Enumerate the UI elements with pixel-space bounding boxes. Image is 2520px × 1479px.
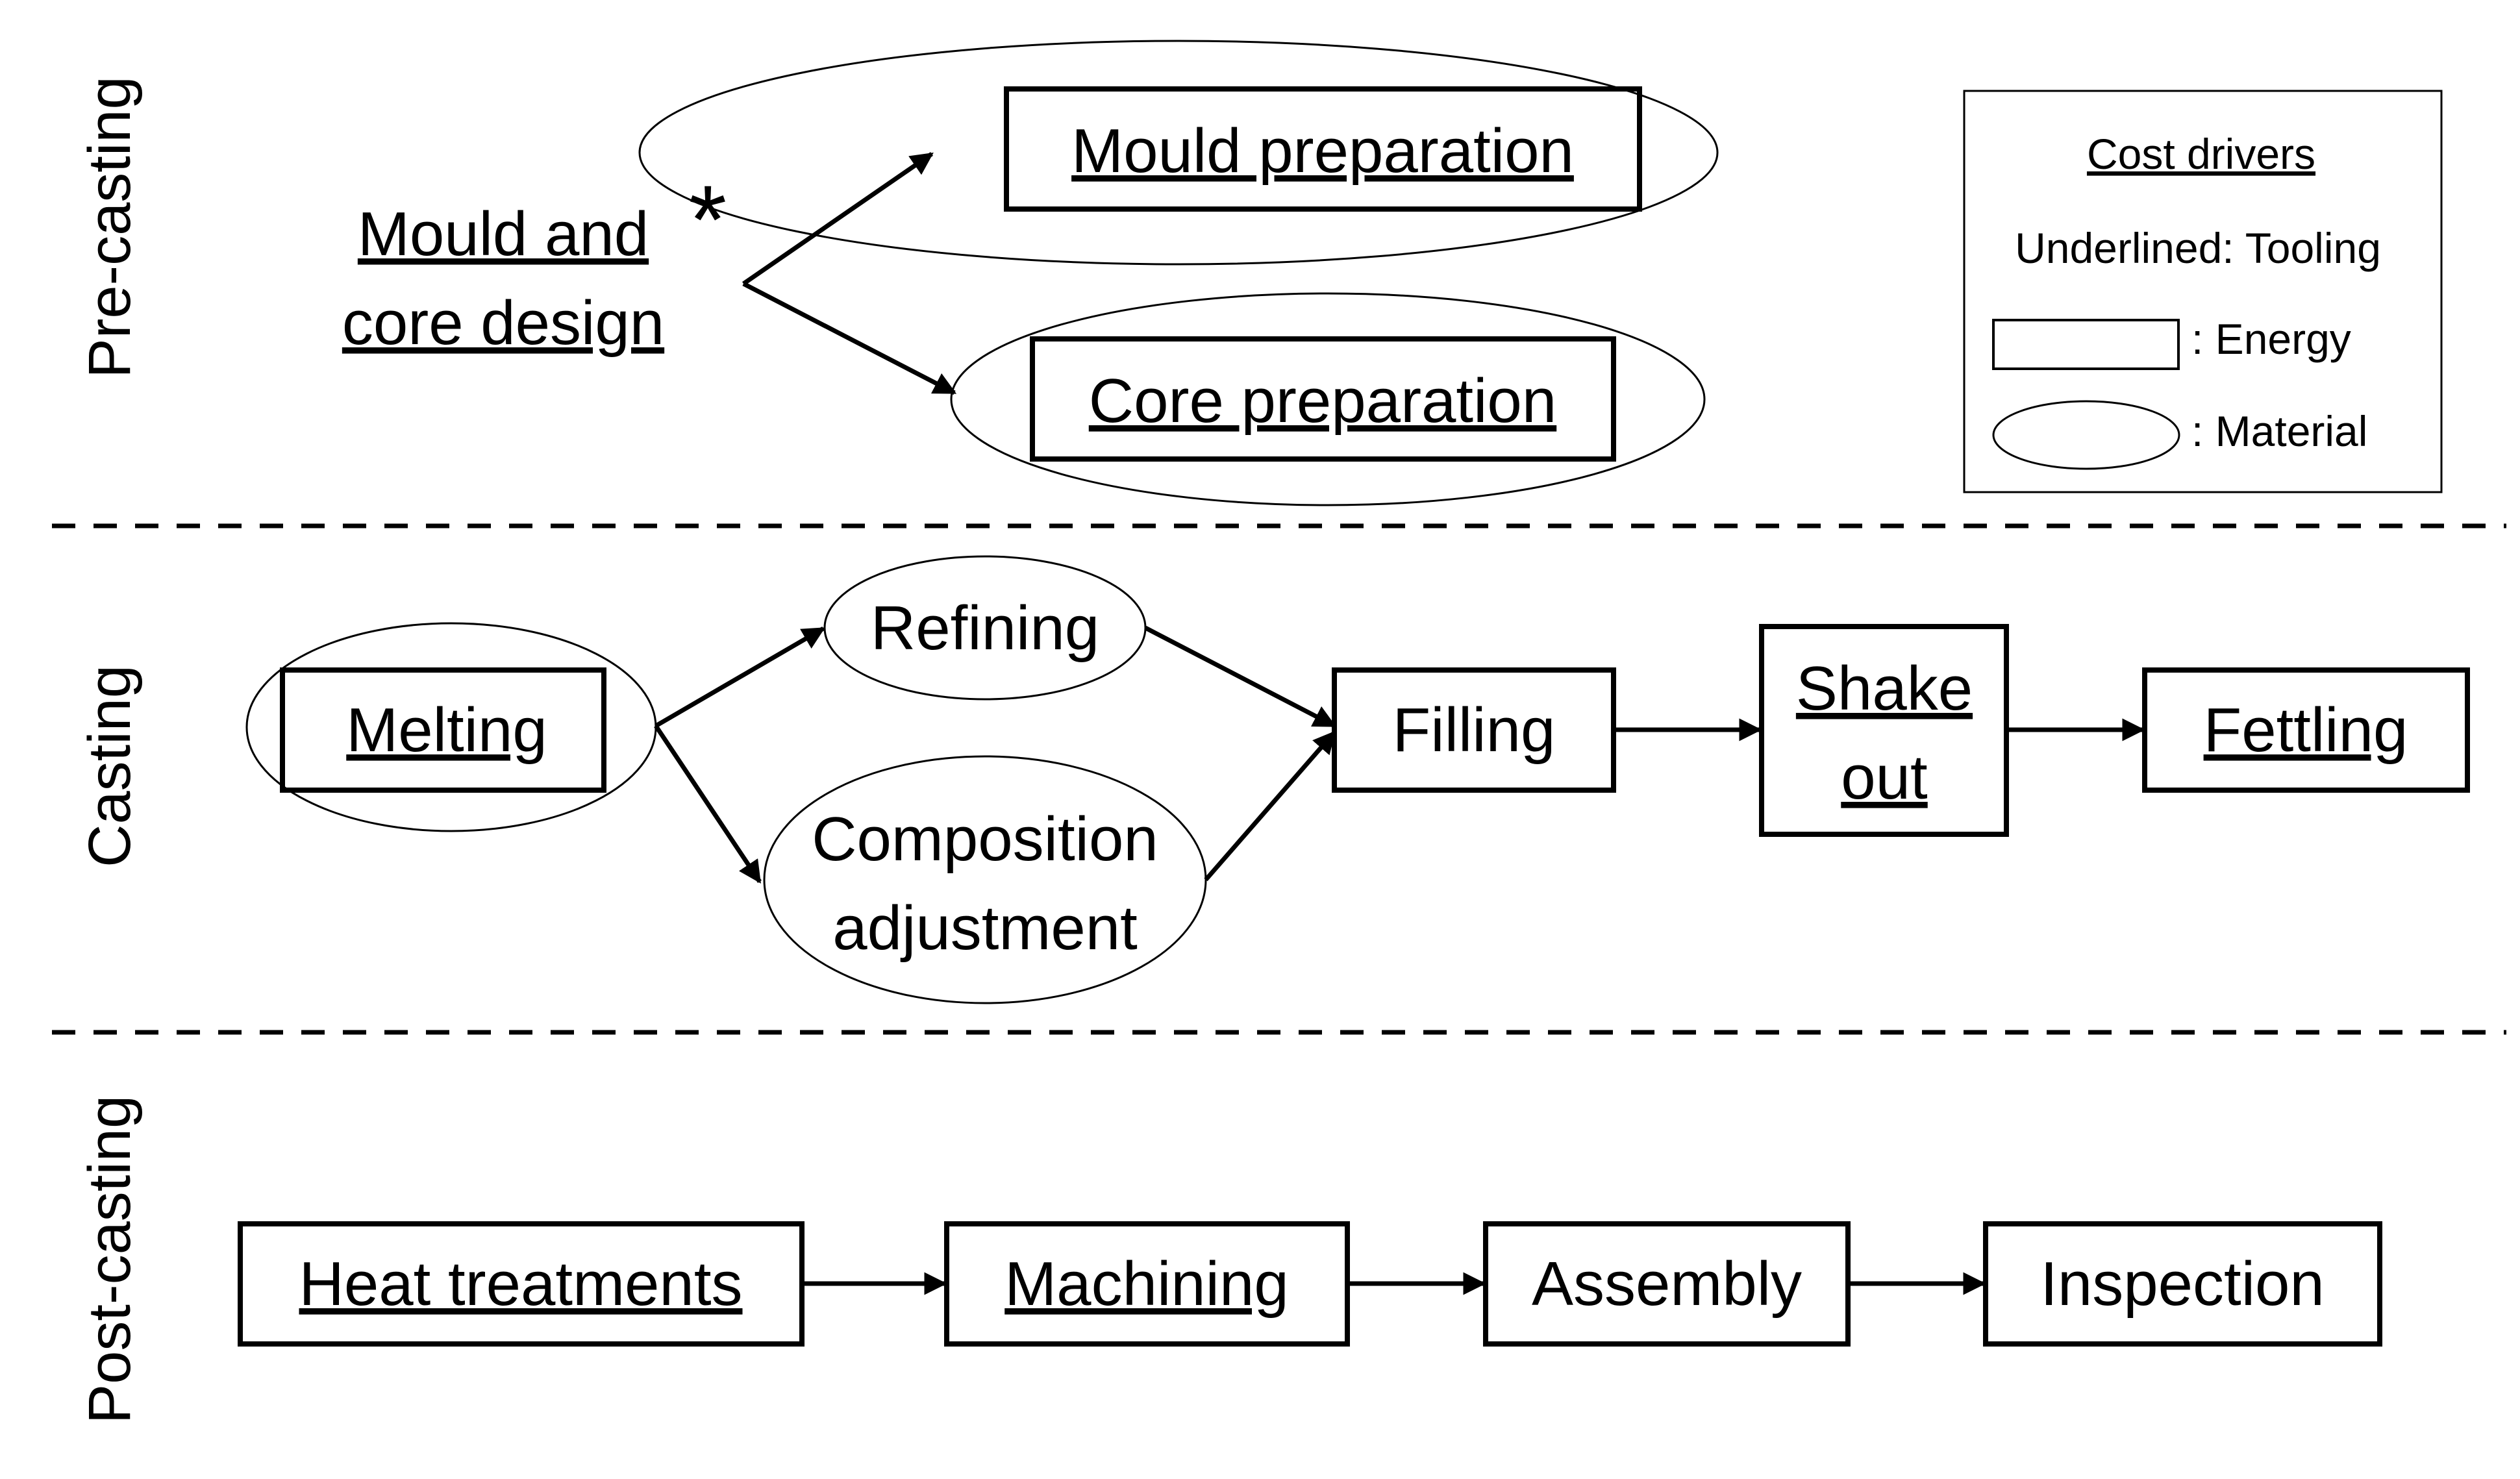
heat-treatments-label: Heat treatments xyxy=(299,1249,743,1319)
node-refining: Refining xyxy=(823,555,1147,701)
arrow-design-to-core xyxy=(742,281,957,395)
inspection-label: Inspection xyxy=(2040,1249,2325,1319)
arrow-melting-to-composition xyxy=(654,725,762,884)
legend-energy: : Energy xyxy=(2191,315,2351,363)
machining-label: Machining xyxy=(1004,1249,1289,1319)
stage-label-pre-casting: Pre-casting xyxy=(77,76,143,378)
design-label-line1: Mould and xyxy=(358,199,649,269)
energy-box xyxy=(1004,86,1642,212)
node-filling: Filling xyxy=(1332,667,1616,793)
core-preparation-label: Core preparation xyxy=(1089,366,1556,436)
stage-label-casting: Casting xyxy=(77,665,143,867)
node-fettling: Fettling xyxy=(2142,667,2470,793)
arrow-refining-to-filling xyxy=(1144,625,1337,728)
legend-material: : Material xyxy=(2191,407,2367,455)
node-machining: Machining xyxy=(944,1221,1350,1347)
melting-label: Melting xyxy=(346,695,547,765)
shake-out-label-line2: out xyxy=(1841,743,1927,812)
filling-label: Filling xyxy=(1393,695,1556,765)
node-heat-treatments: Heat treatments xyxy=(238,1221,805,1347)
node-composition-adjustment: Composition adjustment xyxy=(763,755,1207,1004)
composition-label-line2: adjustment xyxy=(832,893,1138,963)
energy-box xyxy=(1030,336,1616,462)
energy-box xyxy=(280,667,606,793)
material-ellipse xyxy=(638,40,1719,266)
legend-energy-swatch xyxy=(1992,319,2180,370)
stage-label-post-casting: Post-casting xyxy=(77,1095,143,1424)
refining-label: Refining xyxy=(871,593,1099,663)
arrow-composition-to-filling xyxy=(1204,730,1336,882)
legend-material-swatch xyxy=(1992,400,2180,470)
legend-title: Cost drivers xyxy=(2087,130,2315,178)
fettling-label: Fettling xyxy=(2204,695,2408,765)
material-ellipse xyxy=(950,292,1706,506)
legend-frame xyxy=(1963,90,2443,493)
assembly-label: Assembly xyxy=(1532,1249,1802,1319)
shake-out-label-line1: Shake xyxy=(1796,654,1973,723)
material-ellipse xyxy=(763,755,1207,1004)
arrow-design-to-mould xyxy=(742,152,934,286)
design-asterisk: * xyxy=(689,165,727,274)
node-assembly: Assembly xyxy=(1483,1221,1851,1347)
node-inspection: Inspection xyxy=(1983,1221,2382,1347)
node-core-preparation: Core preparation xyxy=(950,292,1706,506)
node-melting: Melting xyxy=(245,622,657,832)
legend: Cost drivers Underlined: Tooling : Energ… xyxy=(1963,90,2443,493)
arrow-melting-to-refining xyxy=(655,626,826,728)
node-mould-preparation: Mould preparation xyxy=(638,40,1719,266)
mould-preparation-label: Mould preparation xyxy=(1071,116,1574,186)
node-mould-and-core-design: Mould and core design * xyxy=(342,165,727,358)
node-shake-out: Shake out xyxy=(1759,624,2009,837)
composition-label-line1: Composition xyxy=(812,804,1158,874)
legend-tooling: Underlined: Tooling xyxy=(2015,224,2381,272)
design-label-line2: core design xyxy=(342,288,664,358)
